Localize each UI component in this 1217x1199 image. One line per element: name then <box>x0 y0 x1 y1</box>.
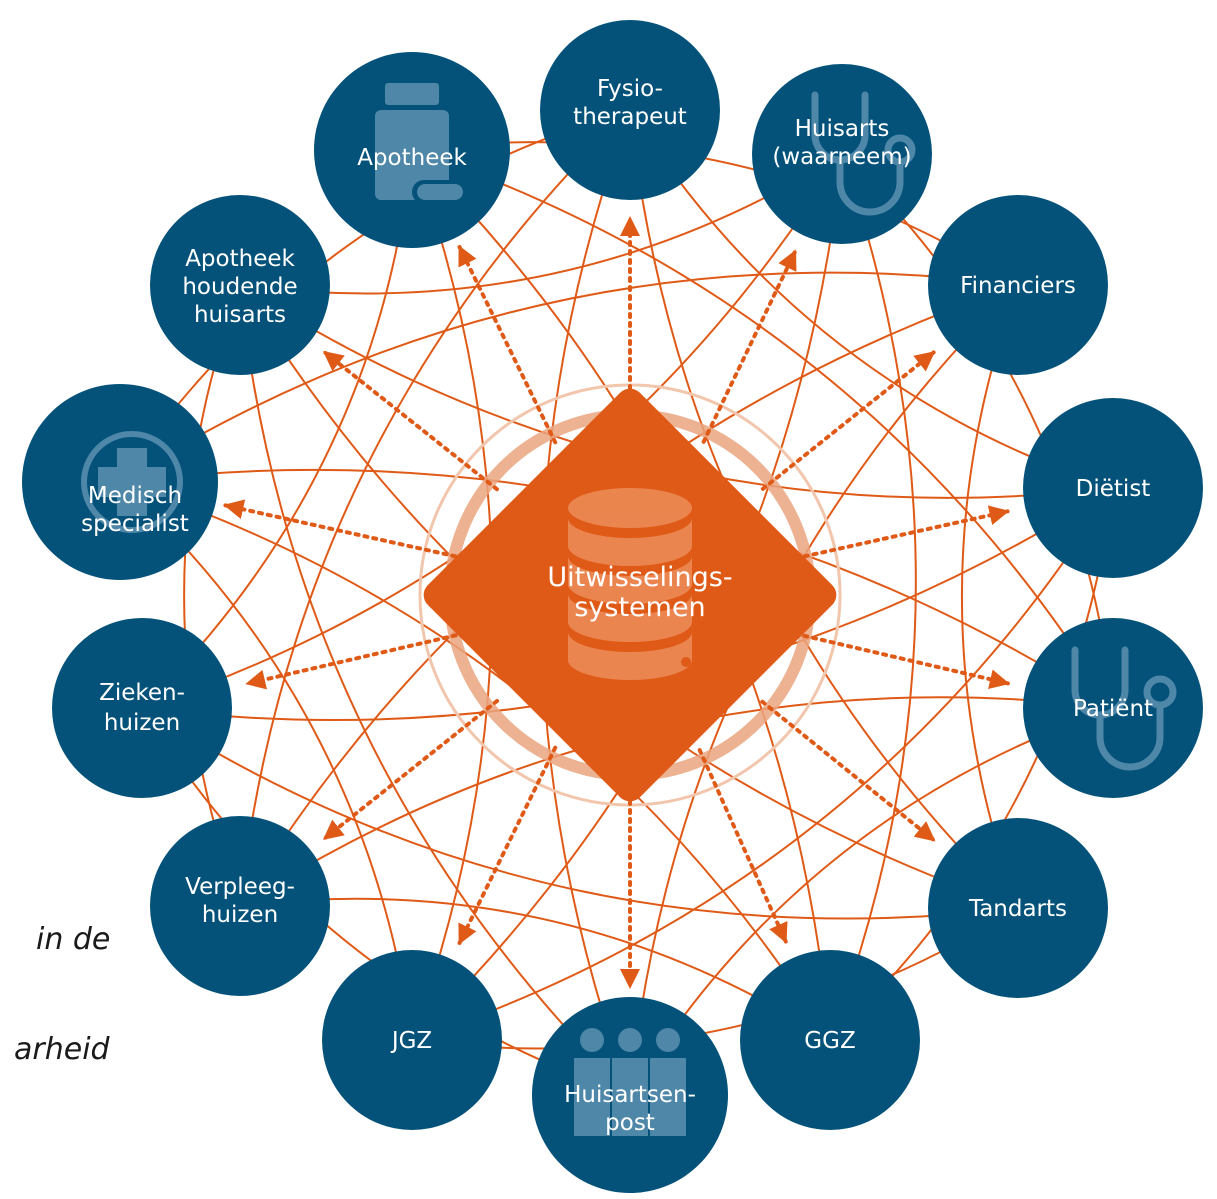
hub-arrow <box>245 631 467 690</box>
hub-arrow <box>701 249 798 444</box>
node-label-line: huisarts <box>194 302 286 328</box>
hub-arrow <box>223 499 467 561</box>
hub-arrow <box>457 244 558 445</box>
connection-line <box>411 907 1019 1050</box>
node-jgz[interactable]: JGZ <box>322 950 502 1130</box>
node-label-line: Apotheek <box>357 145 467 171</box>
connection-line <box>960 284 1019 909</box>
node-tandarts[interactable]: Tandarts <box>928 818 1108 998</box>
hub-arrow <box>760 699 936 843</box>
node-apotheek[interactable]: Apotheek <box>314 52 510 248</box>
side-text-line-1: in de <box>36 922 110 957</box>
hub-arrow <box>457 745 558 946</box>
node-label-line: houdende <box>182 274 297 300</box>
connection-line <box>239 153 843 295</box>
side-text-line-2: arheid <box>14 1032 111 1067</box>
hub-diamond[interactable]: Uitwisselings- systemen <box>418 383 842 807</box>
node-apotheek-houdende-huisarts[interactable]: Apotheek houdende huisarts <box>150 195 330 375</box>
hub-arrow <box>760 350 936 491</box>
node-label-line: Apotheek <box>185 246 295 272</box>
connection-line <box>411 487 1114 1041</box>
node-ziekenhuizen[interactable]: Zieken- huizen <box>52 618 232 798</box>
node-label-line: (waarneem) <box>772 144 911 170</box>
node-dietist[interactable]: Diëtist <box>1023 398 1203 578</box>
node-label-line: Zieken- <box>99 680 185 706</box>
node-huisartsenpost[interactable]: Huisartsen- post <box>532 997 728 1193</box>
node-label-line: huizen <box>104 710 180 736</box>
node-label-line: Patiënt <box>1073 696 1153 722</box>
node-verpleeghuizen[interactable]: Verpleeg- huizen <box>150 816 330 996</box>
node-label-line: Diëtist <box>1076 476 1151 502</box>
hub-arrow <box>322 698 500 841</box>
connection-line <box>119 271 1019 483</box>
medical-cross-icon <box>81 431 183 533</box>
node-patient[interactable]: Patiënt <box>1023 618 1203 798</box>
people-icon <box>574 1028 686 1136</box>
connection-line <box>239 284 631 1096</box>
database-icon <box>568 488 692 680</box>
stethoscope-icon <box>1071 646 1177 771</box>
connection-line <box>829 153 917 1041</box>
connection-line <box>239 109 631 907</box>
hub-label-line-1: Uitwisselings- <box>547 562 732 593</box>
connection-line <box>183 284 241 907</box>
node-label-line: JGZ <box>390 1028 432 1054</box>
node-label-line: Medisch <box>88 483 182 509</box>
stethoscope-icon <box>811 91 916 216</box>
node-label-line: Financiers <box>960 273 1076 299</box>
node-fysiotherapeut[interactable]: Fysio- therapeut <box>540 20 720 200</box>
connection-line <box>629 109 1114 489</box>
node-medisch-specialist[interactable]: Medisch specialist <box>22 384 218 580</box>
node-financiers[interactable]: Financiers <box>928 195 1108 375</box>
node-label-line: Huisartsen- <box>564 1082 696 1108</box>
node-label-line: Fysio- <box>597 76 663 102</box>
node-huisarts-waarneem[interactable]: Huisarts (waarneem) <box>752 64 932 244</box>
node-label-line: Huisarts <box>795 116 890 142</box>
node-label-line: therapeut <box>573 104 687 130</box>
hub-arrow <box>793 631 1010 690</box>
node-ggz[interactable]: GGZ <box>740 950 920 1130</box>
node-label-line: specialist <box>81 511 189 537</box>
connection-line <box>841 153 1114 709</box>
node-label-line: Verpleeg- <box>185 874 295 900</box>
node-label-line: Tandarts <box>968 896 1067 922</box>
node-label-line: GGZ <box>804 1028 855 1054</box>
node-ring: Fysio- therapeut Huisarts (waarneem) Fin… <box>22 20 1203 1193</box>
pill-bottle-icon <box>375 83 468 204</box>
hub-arrow <box>322 350 499 492</box>
connection-line <box>411 149 1114 709</box>
node-label-line: post <box>605 1110 655 1136</box>
hub-label-line-2: systemen <box>574 592 705 623</box>
database-led-icon <box>681 657 691 667</box>
hub-arrow <box>697 748 788 944</box>
hub-arrow <box>793 505 1010 561</box>
node-label-line: huizen <box>202 902 278 928</box>
